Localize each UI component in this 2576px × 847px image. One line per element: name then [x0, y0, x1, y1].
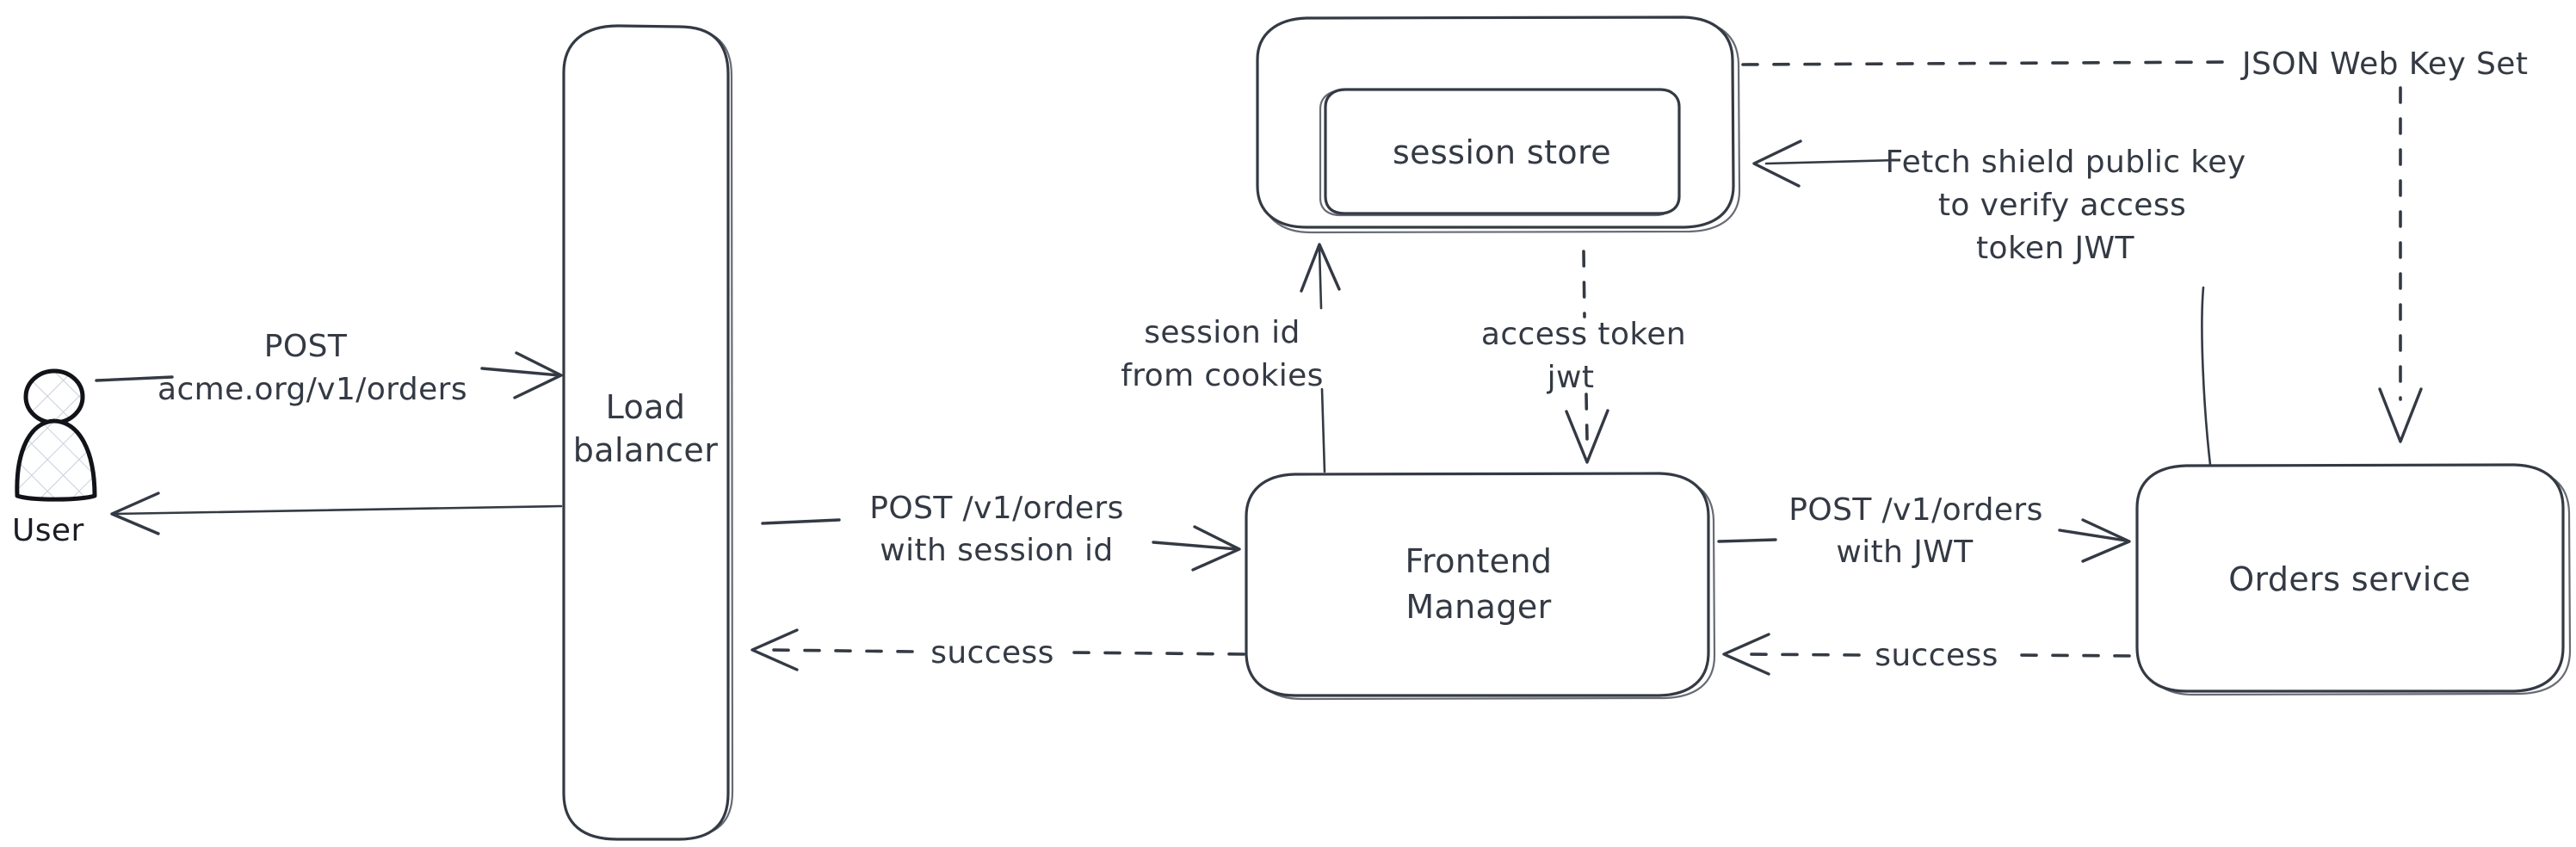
node-frontend-manager-label-line2: Manager [1405, 588, 1551, 626]
node-session-store-outline [1324, 88, 1681, 215]
edge-load-balancer-to-user [110, 492, 563, 535]
edge-fm-to-lb-arrowhead [751, 628, 799, 671]
edge-frontier-to-fm-line-upper [1582, 250, 1586, 318]
edge-fm-to-frontier-label-line1: session id [1144, 315, 1300, 350]
edge-frontier-to-fm-label-line2: jwt [1547, 360, 1595, 395]
edge-fm-to-orders-arrowhead [2081, 518, 2131, 563]
edge-user-to-lb-label-line2: acme.org/v1/orders [158, 372, 467, 407]
node-load-balancer-label-line2: balancer [573, 431, 718, 469]
node-load-balancer[interactable]: Load balancer [562, 24, 734, 841]
edge-orders-to-fm-arrowhead [1722, 633, 1770, 676]
edge-frontend-manager-to-frontier: session id from cookies [1121, 243, 1341, 473]
edge-lb-to-fm-label-line2: with session id [880, 533, 1113, 568]
edge-fm-to-orders-line-left [1717, 538, 1777, 543]
edge-frontend-manager-to-load-balancer: success [751, 628, 1245, 671]
edge-fm-to-frontier-line-lower [1320, 387, 1326, 473]
edge-user-to-lb-label-line1: POST [264, 329, 348, 364]
edge-frontier-to-frontend-manager: access token jwt [1481, 250, 1686, 464]
node-load-balancer-outline [562, 24, 730, 841]
edge-orders-to-fm-line-left [1737, 652, 1861, 657]
user-actor: User [12, 368, 97, 548]
edge-fm-to-lb-label: success [930, 635, 1054, 671]
edge-orders-to-frontier-arrowhead [1752, 139, 1802, 188]
node-orders-service[interactable]: Orders service [2135, 463, 2572, 696]
node-frontend-manager-outline [1245, 472, 1710, 697]
edge-orders-service-to-frontier: Fetch shield public key to verify access… [1752, 139, 2246, 467]
edge-fm-to-frontier-label-line2: from cookies [1121, 358, 1324, 393]
edge-load-balancer-to-frontend-manager: POST /v1/orders with session id [761, 491, 1241, 572]
edge-fm-to-orders-label-line1: POST /v1/orders [1788, 492, 2043, 528]
node-session-store-label: session store [1393, 133, 1611, 171]
edge-frontier-to-orders-service: JSON Web Key Set [1741, 46, 2528, 443]
edge-orders-to-fm-line-right [2011, 653, 2131, 658]
node-frontier[interactable]: Frontier session store [1256, 15, 1741, 234]
edge-user-to-lb-line-right [480, 367, 561, 377]
edge-orders-service-to-frontend-manager: success [1722, 633, 2131, 676]
edge-user-to-load-balancer: POST acme.org/v1/orders [95, 329, 563, 407]
edge-lb-to-fm-line-right [1152, 541, 1239, 551]
edge-orders-to-frontier-label-line1: Fetch shield public key [1885, 145, 2246, 180]
edge-orders-to-frontier-line-horizontal [1764, 158, 1899, 165]
node-orders-service-outline [2135, 463, 2565, 693]
node-frontend-manager-label-line1: Frontend [1405, 542, 1553, 580]
node-load-balancer-label-line1: Load [606, 388, 686, 426]
edge-fm-to-orders-line-right [2058, 529, 2128, 542]
edge-user-to-lb-line [95, 375, 174, 382]
edge-fm-to-orders-label-line2: with JWT [1836, 535, 1974, 570]
edge-frontier-to-fm-line-lower [1585, 393, 1589, 441]
edge-fm-to-lb-line-right [1070, 651, 1245, 656]
edge-user-to-lb-arrowhead [513, 351, 563, 399]
node-orders-service-label: Orders service [2228, 560, 2471, 598]
edge-orders-to-fm-label: success [1875, 638, 1998, 673]
edge-frontier-to-orders-arrowhead [2378, 387, 2423, 443]
edge-frontend-manager-to-orders-service: POST /v1/orders with JWT [1717, 492, 2131, 570]
person-icon-head [23, 368, 85, 425]
user-actor-label: User [12, 513, 84, 548]
edge-frontier-to-fm-arrowhead [1565, 409, 1609, 464]
edge-orders-to-frontier-label-line3: token JWT [1976, 231, 2135, 266]
edge-frontier-to-fm-label-line1: access token [1481, 317, 1686, 352]
node-frontend-manager[interactable]: Frontend Manager [1245, 472, 1716, 701]
person-icon-body [15, 418, 97, 502]
edge-frontier-to-orders-line-horizontal [1741, 60, 2236, 66]
edge-frontier-to-orders-label: JSON Web Key Set [2240, 46, 2528, 82]
edge-lb-to-fm-label-line1: POST /v1/orders [869, 491, 1124, 526]
edge-lb-to-fm-arrowhead [1191, 525, 1241, 572]
edge-lb-to-user-line [112, 504, 563, 516]
edge-orders-to-frontier-label-line2: to verify access [1938, 188, 2186, 223]
edge-lb-to-fm-line-left [761, 518, 841, 525]
edge-orders-to-frontier-line-vertical [2201, 286, 2212, 467]
edge-fm-to-frontier-line-upper [1318, 246, 1323, 310]
edge-fm-to-frontier-arrowhead [1300, 243, 1341, 293]
edge-fm-to-lb-line-left [764, 648, 914, 653]
edge-lb-to-user-arrowhead [110, 492, 160, 535]
node-session-store[interactable]: session store [1319, 88, 1681, 217]
